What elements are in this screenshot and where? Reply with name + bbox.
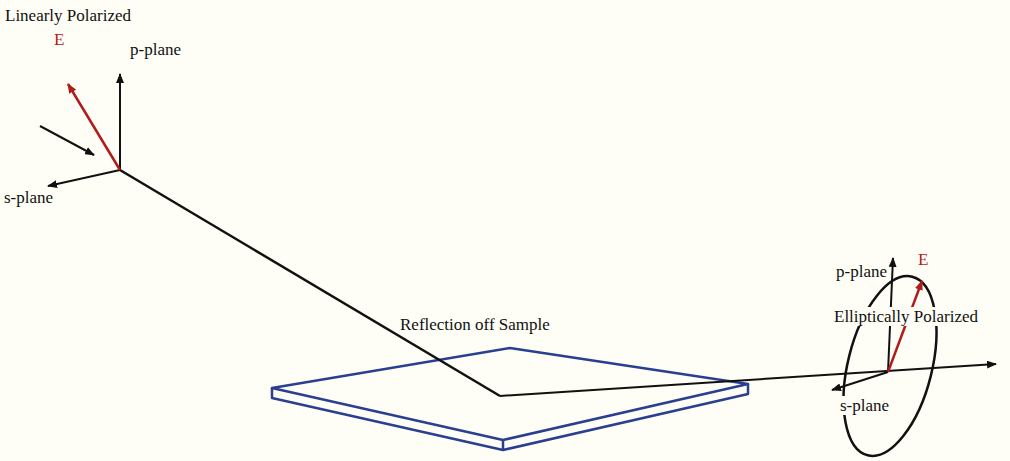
axis-label: s-plane xyxy=(838,396,891,415)
polarization-ellipse xyxy=(827,267,953,461)
vector-label: E xyxy=(916,250,930,269)
propagation-arrow xyxy=(40,126,94,155)
e-field-vector xyxy=(68,84,120,170)
vector-label: E xyxy=(52,30,66,49)
incident-ray xyxy=(120,170,500,396)
s-plane-axis xyxy=(832,372,888,390)
p-plane-axis xyxy=(119,74,121,170)
e-field-vector xyxy=(888,281,922,372)
figure-heading: Linearly Polarized xyxy=(3,6,133,25)
axis-label: p-plane xyxy=(128,40,183,59)
s-plane-axis xyxy=(48,170,120,186)
reflected-ray xyxy=(500,364,996,396)
sample-label: Reflection off Sample xyxy=(398,315,552,334)
axis-label: s-plane xyxy=(2,188,55,207)
axis-label: p-plane xyxy=(834,262,889,281)
figure-heading: Elliptically Polarized xyxy=(832,307,980,326)
sample-slab xyxy=(272,348,748,450)
